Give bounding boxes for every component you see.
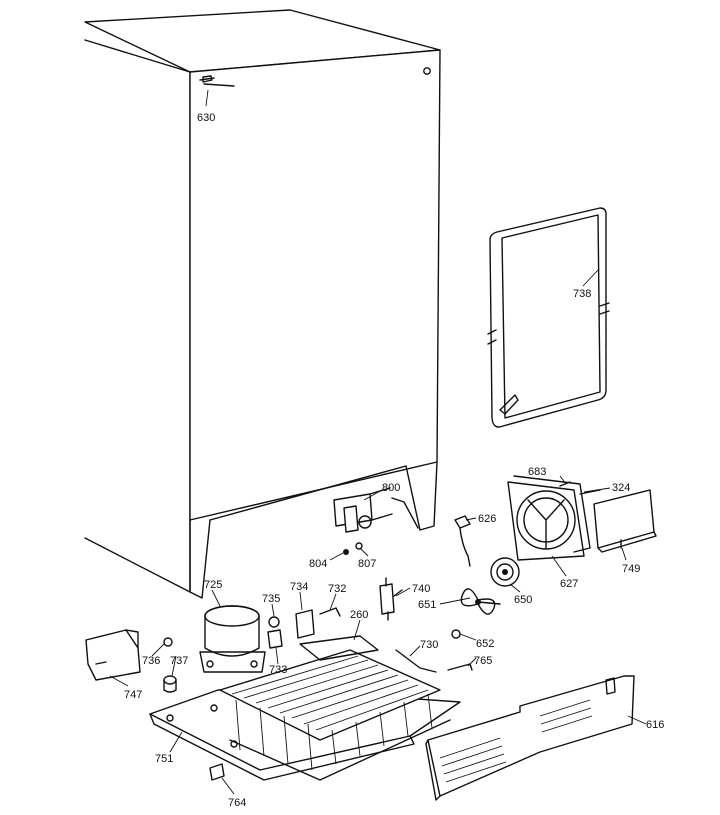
label-626: 626: [478, 513, 496, 525]
label-732: 732: [328, 583, 346, 595]
label-804: 804: [309, 558, 327, 570]
grille-616: [425, 675, 635, 801]
label-733: 733: [269, 664, 287, 676]
label-751: 751: [155, 753, 173, 765]
cover-plate: [579, 489, 657, 553]
label-324: 324: [612, 482, 630, 494]
label-740: 740: [412, 583, 430, 595]
gasket-frame: [487, 207, 610, 428]
label-765: 765: [474, 655, 492, 667]
condenser-coil: [219, 635, 451, 781]
label-616: 616: [646, 719, 664, 731]
label-652: 652: [476, 638, 494, 650]
label-737: 737: [170, 655, 188, 667]
part-labels: 630 738 683 324 800 626 749 627 804 807 …: [124, 112, 664, 809]
label-730: 730: [420, 639, 438, 651]
label-260: 260: [350, 609, 368, 621]
label-764: 764: [228, 797, 246, 809]
label-650: 650: [514, 594, 532, 606]
water-valve: [333, 487, 419, 555]
label-627: 627: [560, 578, 578, 590]
refrigerator-cabinet: [84, 9, 441, 599]
label-734: 734: [290, 581, 308, 593]
label-807: 807: [358, 558, 376, 570]
fan-shroud: [507, 475, 591, 561]
bracket-626: [454, 515, 471, 567]
label-683: 683: [528, 466, 546, 478]
label-800: 800: [382, 482, 400, 494]
grommet-parts: [163, 637, 177, 693]
label-651: 651: [418, 599, 436, 611]
fan-motor: [490, 557, 520, 587]
label-735: 735: [262, 593, 280, 605]
label-738: 738: [573, 288, 591, 300]
compressor: [199, 605, 266, 673]
fan-blade: [460, 588, 501, 615]
leader-lines: [109, 89, 647, 795]
label-747: 747: [124, 689, 142, 701]
label-749: 749: [622, 563, 640, 575]
relay-overload-parts: [267, 607, 341, 649]
bracket-747: [85, 629, 141, 681]
label-725: 725: [204, 579, 222, 591]
label-630: 630: [197, 112, 215, 124]
defrost-heater-740: [379, 577, 403, 621]
label-736: 736: [142, 655, 160, 667]
